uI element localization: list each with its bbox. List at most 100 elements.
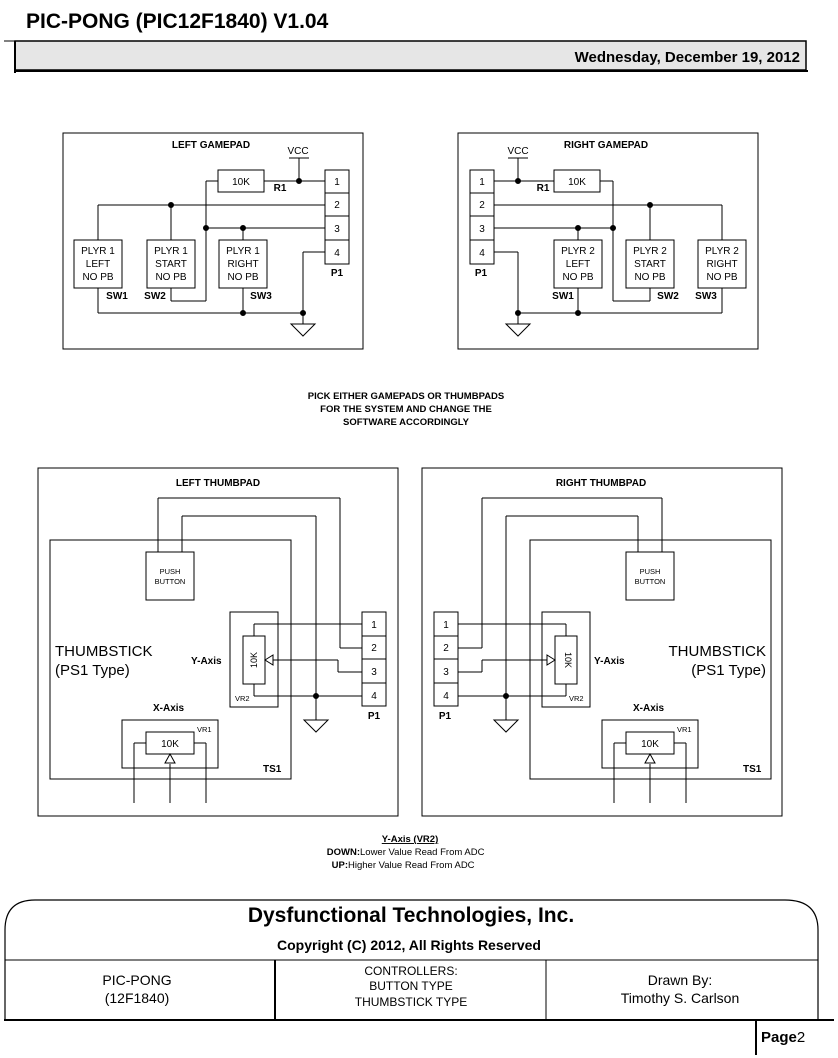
push-button-line2: BUTTON: [155, 577, 186, 586]
push-button: [625, 551, 675, 601]
left-gamepad-frame: [62, 132, 364, 350]
thumbstick-type: (PS1 Type): [55, 662, 130, 679]
vr1-label: VR1: [197, 725, 212, 734]
thumbstick-label: THUMBSTICK: [55, 643, 153, 660]
connector-p1: [324, 169, 350, 265]
connector-label: P1: [368, 711, 381, 722]
x-pot-value: 10K: [641, 739, 659, 750]
sheet-title: PIC-PONG (PIC12F1840) V1.04: [26, 10, 329, 33]
copyright-notice: Copyright (C) 2012, All Rights Reserved: [277, 937, 541, 953]
header: PIC-PONG (PIC12F1840) V1.04 Wednesday, D…: [4, 10, 808, 73]
right-thumbpad: RIGHT THUMBPAD PUSH BUTTON THUMBSTICK (P…: [421, 467, 783, 817]
push-button: [145, 551, 195, 601]
connector-label: P1: [331, 268, 344, 279]
y-axis-label: Y-Axis: [191, 656, 222, 667]
ts1-label: TS1: [743, 764, 762, 775]
sw3-ref: SW3: [695, 291, 717, 302]
ts1-label: TS1: [263, 764, 282, 775]
pin-2: 2: [334, 200, 340, 211]
drawn-by-name: Timothy S. Carlson: [621, 990, 740, 1006]
sw3-line2: RIGHT: [227, 259, 258, 270]
title-block: Dysfunctional Technologies, Inc. Copyrig…: [4, 899, 834, 1055]
sw1-line2: LEFT: [566, 259, 590, 270]
right-gamepad-title: RIGHT GAMEPAD: [564, 140, 648, 151]
sheet-desc-2: BUTTON TYPE: [369, 979, 453, 993]
push-button-line1: PUSH: [160, 567, 181, 576]
down-key: DOWN:: [327, 847, 360, 858]
x-axis-label: X-Axis: [633, 703, 665, 714]
company-name: Dysfunctional Technologies, Inc.: [248, 904, 574, 927]
up-text: Higher Value Read From ADC: [348, 860, 475, 871]
pin-4: 4: [334, 248, 340, 259]
pin-3: 3: [371, 667, 377, 678]
ground-symbol: [492, 719, 520, 733]
sw2-line3: NO PB: [634, 272, 665, 283]
sw3-line3: NO PB: [227, 272, 258, 283]
left-gamepad-title: LEFT GAMEPAD: [172, 140, 250, 151]
pin-1: 1: [479, 177, 485, 188]
right-gamepad: RIGHT GAMEPAD VCC 10K R1 1 2 3 4 P1: [457, 132, 759, 350]
vcc-label: VCC: [287, 146, 308, 157]
ground-symbol: [289, 323, 317, 337]
left-thumbpad: LEFT THUMBPAD PUSH BUTTON THUMBSTICK (PS…: [37, 467, 399, 817]
pin-1: 1: [334, 177, 340, 188]
sw1-line3: NO PB: [562, 272, 593, 283]
project-chip: (12F1840): [105, 990, 170, 1006]
right-thumbpad-frame: [421, 467, 783, 817]
page-number: Page2: [761, 1029, 805, 1046]
y-axis-label: Y-Axis: [594, 656, 625, 667]
x-pot-value: 10K: [161, 739, 179, 750]
sw3-line1: PLYR 2: [705, 246, 739, 257]
pin-3: 3: [443, 667, 449, 678]
thumbstick-label: THUMBSTICK: [669, 643, 767, 660]
sw1-line1: PLYR 2: [561, 246, 595, 257]
sw2-ref: SW2: [144, 291, 166, 302]
ground-symbol: [302, 719, 330, 733]
ground-symbol: [504, 323, 532, 337]
note-line-1: PICK EITHER GAMEPADS OR THUMBPADS: [308, 391, 505, 402]
thumbstick-type: (PS1 Type): [691, 662, 766, 679]
vr1-label: VR1: [677, 725, 692, 734]
sw1-line3: NO PB: [82, 272, 113, 283]
push-button-line1: PUSH: [640, 567, 661, 576]
sw2-line1: PLYR 1: [154, 246, 188, 257]
sw1-line2: LEFT: [86, 259, 110, 270]
left-thumbpad-title: LEFT THUMBPAD: [176, 478, 260, 489]
vr2-label: VR2: [569, 694, 584, 703]
right-gamepad-frame: [457, 132, 759, 350]
y-axis-note: Y-Axis (VR2) DOWN: Lower Value Read From…: [327, 834, 485, 871]
connector-label: P1: [475, 268, 488, 279]
push-button-line2: BUTTON: [635, 577, 666, 586]
resistor-ref: R1: [537, 183, 550, 194]
pin-4: 4: [371, 691, 377, 702]
vr2-label: VR2: [235, 694, 250, 703]
sw3-line2: RIGHT: [706, 259, 737, 270]
sw1-ref: SW1: [106, 291, 128, 302]
pin-3: 3: [334, 224, 340, 235]
sw2-line2: START: [155, 259, 187, 270]
sw2-ref: SW2: [657, 291, 679, 302]
left-thumbpad-frame: [37, 467, 399, 817]
note-line-2: FOR THE SYSTEM AND CHANGE THE: [320, 404, 492, 415]
up-key: UP:: [332, 860, 348, 871]
sw1-ref: SW1: [552, 291, 574, 302]
sheet-desc-3: THUMBSTICK TYPE: [355, 995, 467, 1009]
pin-2: 2: [371, 643, 377, 654]
sw1-line1: PLYR 1: [81, 246, 115, 257]
down-text: Lower Value Read From ADC: [360, 847, 485, 858]
pin-2: 2: [443, 643, 449, 654]
sw3-ref: SW3: [250, 291, 272, 302]
sw2-line2: START: [634, 259, 666, 270]
sheet-desc-1: CONTROLLERS:: [364, 964, 457, 978]
pin-4: 4: [443, 691, 449, 702]
pin-1: 1: [371, 620, 377, 631]
resistor-value: 10K: [232, 177, 250, 188]
y-pot-value: 10K: [249, 652, 259, 668]
drawn-by-label: Drawn By:: [648, 972, 713, 988]
right-thumbpad-title: RIGHT THUMBPAD: [556, 478, 646, 489]
connector-p1: [469, 169, 495, 265]
connector-label: P1: [439, 711, 452, 722]
project-name: PIC-PONG: [102, 972, 171, 988]
y-pot-value: 10K: [563, 652, 573, 668]
